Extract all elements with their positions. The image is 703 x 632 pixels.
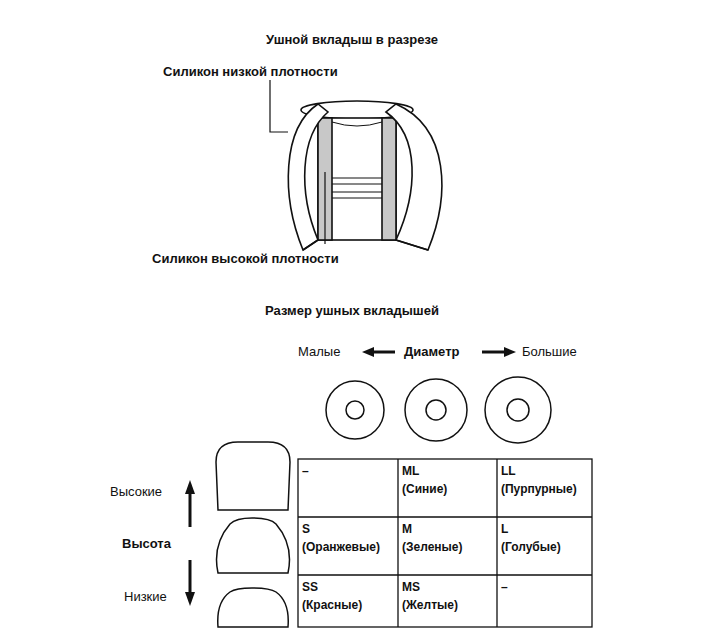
table-cell: (Красные) (302, 598, 362, 613)
arrow (482, 351, 506, 354)
table-cell: L (501, 522, 508, 537)
axis-title: Диаметр (404, 344, 459, 359)
eartip-profiles (216, 442, 290, 627)
eartip-section (288, 101, 441, 250)
table-cell: ML (402, 464, 419, 479)
table-cell: (Зеленые) (402, 540, 463, 555)
heading: Размер ушных вкладышей (265, 303, 439, 318)
arrow (504, 347, 516, 357)
table-cell: – (302, 464, 309, 479)
size-table (298, 459, 592, 627)
axis-label: Малые (298, 344, 340, 359)
table-cell: MS (402, 580, 420, 595)
diameter-circles (326, 377, 551, 443)
axis-label: Большие (522, 344, 577, 359)
heading: Ушной вкладыш в разрезе (266, 32, 438, 47)
table-cell: LL (501, 464, 516, 479)
arrow (372, 351, 395, 354)
table-cell: (Желтые) (402, 598, 458, 613)
part-label: Силикон высокой плотности (152, 251, 339, 266)
leader-line (324, 172, 325, 244)
leader-line (270, 80, 288, 132)
axis-label: Низкие (124, 589, 167, 604)
arrow (362, 347, 374, 357)
arrow (189, 560, 192, 594)
table-cell: (Голубые) (501, 540, 561, 555)
axis-label: Высокие (110, 484, 162, 499)
table-cell: (Синие) (402, 482, 447, 497)
table-cell: M (402, 522, 412, 537)
axis-title: Высота (122, 536, 171, 551)
part-label: Силикон низкой плотности (163, 64, 338, 79)
table-cell: S (302, 522, 310, 537)
arrow (185, 592, 195, 606)
table-cell: – (501, 580, 508, 595)
table-cell: SS (302, 580, 318, 595)
table-cell: (Пурпурные) (501, 482, 577, 497)
table-cell: (Оранжевые) (302, 540, 380, 555)
arrow (189, 492, 192, 527)
arrow (185, 480, 195, 494)
